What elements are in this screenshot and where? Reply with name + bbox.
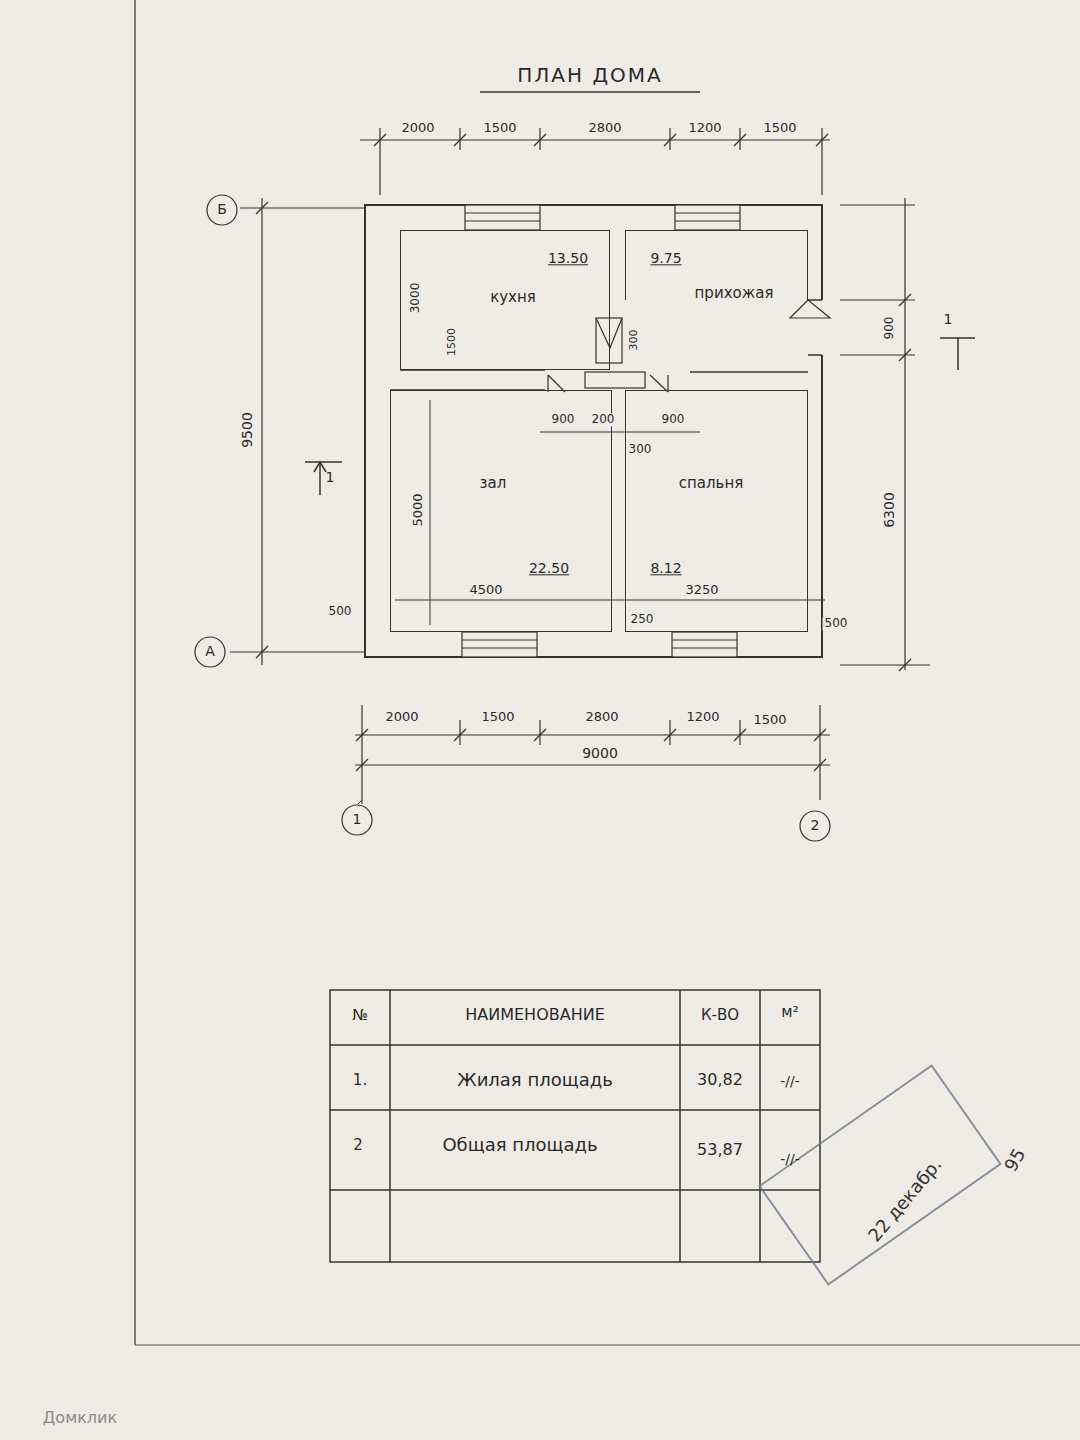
table-cell: Жилая площадь <box>457 1070 613 1090</box>
dimension: 300 <box>627 443 654 456</box>
dimension: 250 <box>629 613 656 626</box>
table-cell: -//- <box>780 1152 800 1167</box>
dimension: 500 <box>327 605 354 618</box>
table-cell: 30,82 <box>697 1071 743 1089</box>
table-cell: -//- <box>780 1074 800 1089</box>
dimension: 300 <box>628 328 640 353</box>
stamp-date: 22 декабр. <box>865 1154 946 1245</box>
dimension: 9000 <box>580 746 620 761</box>
table-cell: № <box>352 1007 368 1024</box>
dimension: 5000 <box>411 491 425 528</box>
table-cell: 2 <box>353 1137 363 1154</box>
watermark: Домклик <box>43 1409 117 1427</box>
dimension: 1500 <box>751 713 788 727</box>
room-area: 13.50 <box>548 251 588 266</box>
section-mark: 1 <box>326 470 335 485</box>
room-area: 9.75 <box>650 251 681 266</box>
table-cell: м² <box>781 1004 798 1021</box>
dimension: 2000 <box>383 710 420 724</box>
dimension: 1500 <box>481 121 518 135</box>
table-cell: НАИМЕНОВАНИЕ <box>465 1006 605 1024</box>
stamp-note: 95 <box>1001 1145 1030 1175</box>
room-name: кухня <box>490 289 536 306</box>
table-cell: Общая площадь <box>442 1135 597 1155</box>
dimension: 900 <box>660 413 687 426</box>
room: кухня 13.50 <box>400 230 610 370</box>
table-cell: 53,87 <box>697 1141 743 1159</box>
axis-mark: 1 <box>353 812 362 827</box>
room-area: 22.50 <box>529 561 569 576</box>
room-name: спальня <box>679 475 744 492</box>
dimension: 9500 <box>240 410 255 450</box>
dimension: 4500 <box>467 583 504 597</box>
dimension: 1200 <box>684 710 721 724</box>
table-cell: К-ВО <box>701 1007 739 1024</box>
dimension: 200 <box>590 413 617 426</box>
room-area: 8.12 <box>650 561 681 576</box>
room-name: зал <box>480 475 507 492</box>
dimension: 900 <box>883 315 896 342</box>
dimension: 6300 <box>882 490 897 530</box>
dimension: 3250 <box>683 583 720 597</box>
plan-title: ПЛАН ДОМА <box>517 64 662 86</box>
axis-mark: 2 <box>811 818 820 833</box>
axis-mark: Б <box>217 202 227 217</box>
dimension: 500 <box>823 617 850 630</box>
dimension: 2800 <box>583 710 620 724</box>
section-mark: 1 <box>944 312 953 327</box>
dimension: 2000 <box>399 121 436 135</box>
dimension: 1500 <box>479 710 516 724</box>
room-name: прихожая <box>695 285 774 302</box>
dimension: 1500 <box>761 121 798 135</box>
room: прихожая 9.75 <box>625 230 808 300</box>
axis-mark: А <box>205 644 215 659</box>
dimension: 2800 <box>586 121 623 135</box>
dimension: 900 <box>550 413 577 426</box>
table-cell: 1. <box>353 1072 367 1089</box>
dimension: 3000 <box>409 281 422 316</box>
dimension: 1500 <box>446 326 458 358</box>
dimension: 1200 <box>686 121 723 135</box>
